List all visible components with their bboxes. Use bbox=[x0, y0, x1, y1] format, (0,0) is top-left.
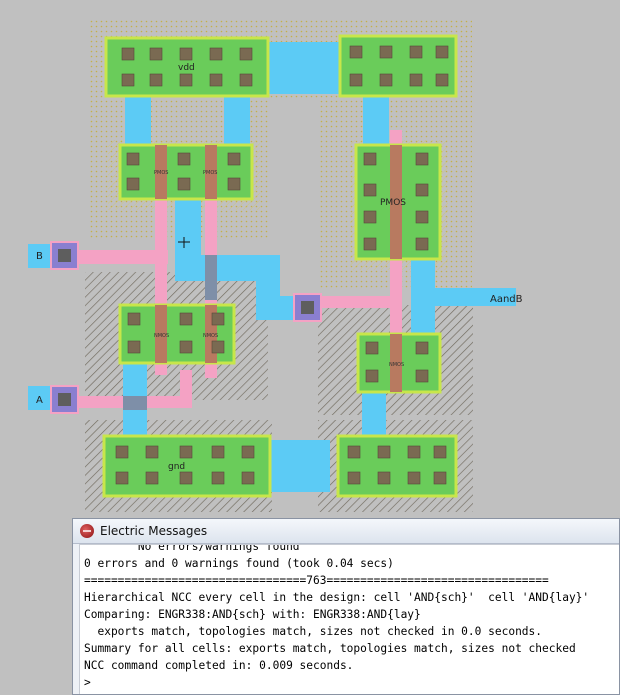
contact-cut bbox=[177, 177, 191, 191]
contact-cut bbox=[115, 445, 129, 459]
contact-cut bbox=[365, 369, 379, 383]
contact-cut bbox=[347, 471, 361, 485]
contact-cut bbox=[241, 445, 255, 459]
contact-cut bbox=[149, 47, 163, 61]
contact-cut bbox=[239, 47, 253, 61]
pin-inner[interactable] bbox=[293, 293, 322, 322]
contact-cut bbox=[433, 445, 447, 459]
messages-titlebar[interactable]: Electric Messages bbox=[73, 519, 619, 544]
message-line: 0 errors and 0 warnings found (took 0.04… bbox=[84, 557, 394, 570]
contact-cut bbox=[121, 47, 135, 61]
contact-cut bbox=[415, 369, 429, 383]
contact-cut bbox=[379, 45, 393, 59]
transistor-label: NMOS bbox=[203, 333, 218, 339]
layout-canvas[interactable]: vdd gnd PMOS B A AandB PMOS PMOS NMOS NM… bbox=[0, 0, 620, 518]
contact-cut bbox=[179, 47, 193, 61]
metal1-wires bbox=[28, 42, 516, 492]
contact-cut bbox=[363, 237, 377, 251]
contact-cut bbox=[179, 73, 193, 87]
contact-cut bbox=[211, 445, 225, 459]
message-line: Hierarchical NCC every cell in the desig… bbox=[84, 591, 590, 604]
contact-cut bbox=[415, 152, 429, 166]
contact-cut bbox=[211, 471, 225, 485]
transistor-label: PMOS bbox=[154, 170, 168, 176]
contact-cut bbox=[435, 45, 449, 59]
contact-cut bbox=[179, 445, 193, 459]
contact-cut bbox=[177, 152, 191, 166]
message-line: Comparing: ENGR338:AND{sch} with: ENGR33… bbox=[84, 608, 421, 621]
contact-cut bbox=[145, 445, 159, 459]
contact-cut bbox=[407, 471, 421, 485]
contact-cut bbox=[377, 471, 391, 485]
contact-cut bbox=[179, 471, 193, 485]
pin-b[interactable] bbox=[50, 241, 79, 270]
message-line: No errors/warnings found bbox=[84, 544, 300, 553]
contact-cut bbox=[365, 341, 379, 355]
contact-cut bbox=[115, 471, 129, 485]
contact-cut bbox=[211, 340, 225, 354]
contact-cuts bbox=[115, 45, 449, 485]
vdd-label: vdd bbox=[178, 63, 195, 73]
contact-cut bbox=[363, 152, 377, 166]
contact-cut bbox=[179, 312, 193, 326]
transistor-label: NMOS bbox=[389, 362, 404, 368]
contact-cut bbox=[349, 73, 363, 87]
contact-cut bbox=[363, 183, 377, 197]
contact-cut bbox=[415, 210, 429, 224]
contact-cut bbox=[126, 177, 140, 191]
contact-cut bbox=[379, 73, 393, 87]
contact-cut bbox=[347, 445, 361, 459]
crosshair-cursor bbox=[178, 237, 190, 248]
contact-cut bbox=[415, 237, 429, 251]
pin-a[interactable] bbox=[50, 385, 79, 414]
pin-a-label: A bbox=[36, 395, 43, 406]
contact-cut bbox=[227, 152, 241, 166]
contact-cut bbox=[209, 73, 223, 87]
contact-cut bbox=[241, 471, 255, 485]
message-line: Summary for all cells: exports match, to… bbox=[84, 642, 576, 655]
pmos-label: PMOS bbox=[380, 198, 406, 208]
contact-cut bbox=[409, 73, 423, 87]
contact-cut bbox=[209, 47, 223, 61]
contact-cut bbox=[377, 445, 391, 459]
poly-contact-a bbox=[123, 396, 147, 410]
pin-b-label: B bbox=[36, 251, 43, 262]
messages-text-area[interactable]: No errors/warnings found 0 errors and 0 … bbox=[79, 544, 619, 694]
message-line: NCC command completed in: 0.009 seconds. bbox=[84, 659, 354, 672]
poly-contact bbox=[205, 255, 217, 300]
contact-cut bbox=[363, 210, 377, 224]
contact-cut bbox=[433, 471, 447, 485]
contact-cut bbox=[149, 73, 163, 87]
contact-cut bbox=[127, 340, 141, 354]
contact-cut bbox=[121, 73, 135, 87]
contact-cut bbox=[415, 341, 429, 355]
messages-window[interactable]: Electric Messages No errors/warnings fou… bbox=[72, 518, 620, 695]
contact-cut bbox=[145, 471, 159, 485]
output-label: AandB bbox=[490, 294, 523, 305]
contact-cut bbox=[227, 177, 241, 191]
contact-cut bbox=[179, 340, 193, 354]
contact-cut bbox=[415, 183, 429, 197]
electric-app-icon bbox=[80, 524, 94, 538]
message-prompt: > bbox=[84, 676, 91, 689]
message-line: =================================763====… bbox=[84, 574, 549, 587]
contact-cut bbox=[409, 45, 423, 59]
messages-lines: No errors/warnings found 0 errors and 0 … bbox=[80, 544, 619, 691]
contact-cut bbox=[126, 152, 140, 166]
contact-cut bbox=[435, 73, 449, 87]
contact-cut bbox=[211, 312, 225, 326]
messages-title: Electric Messages bbox=[100, 524, 208, 538]
contact-cut bbox=[239, 73, 253, 87]
transistor-label: PMOS bbox=[203, 170, 217, 176]
message-line: exports match, topologies match, sizes n… bbox=[84, 625, 543, 638]
gnd-label: gnd bbox=[168, 462, 185, 472]
contact-cut bbox=[127, 312, 141, 326]
contact-cut bbox=[407, 445, 421, 459]
transistor-gates bbox=[155, 145, 402, 392]
contact-cut bbox=[349, 45, 363, 59]
transistor-label: NMOS bbox=[154, 333, 169, 339]
